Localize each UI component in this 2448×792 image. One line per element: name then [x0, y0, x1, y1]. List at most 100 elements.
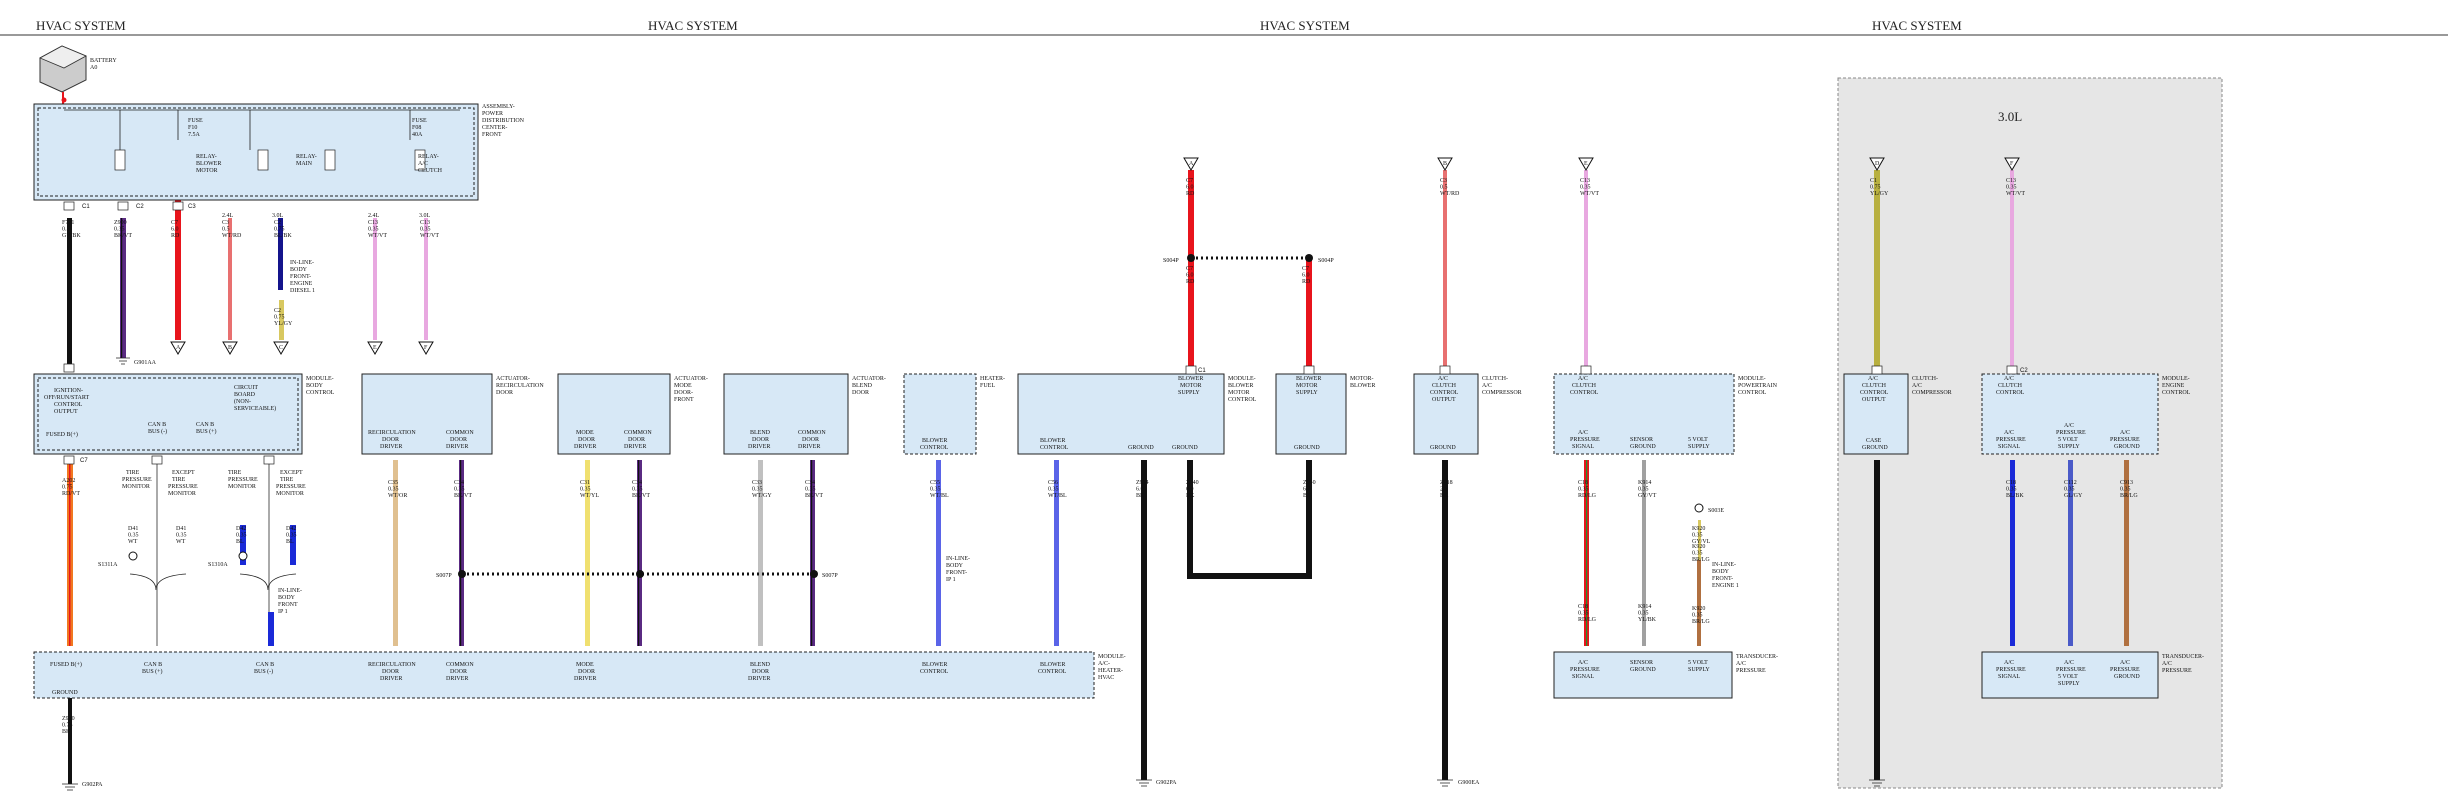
- ecm-box: [1981, 373, 2159, 455]
- wire-code-w42-2: GL/GY: [2064, 493, 2083, 499]
- hvac-pin-mode-2: DOOR: [578, 669, 595, 675]
- wire-can-b-plus: [268, 460, 270, 646]
- transducer-ac-pressure: TRANSDUCER- A/C PRESSURE A/C PRESSURE SI…: [1553, 651, 1778, 699]
- wire-bl-bk-ecm: [2010, 460, 2015, 646]
- actuator-recirculation: ACTUATOR- RECIRCULATION DOOR RECIRCULATI…: [361, 373, 544, 455]
- ref-arrow-f-2: F: [2004, 157, 2020, 171]
- pcm-p4-2: SUPPLY: [1688, 444, 1710, 450]
- hvac-pin-can-plus-2: BUS (+): [142, 668, 163, 675]
- ground-symbol-1: [116, 357, 130, 365]
- ref-arrow-f-2-label: F: [2010, 161, 2014, 167]
- actuator-blend-p1-1: BLEND: [750, 430, 771, 436]
- relay3-label-1: RELAY-: [418, 154, 439, 160]
- wire-labels: F7210.5GY/BKZ9000.35BK/VTC76.0RDC30.5WT/…: [62, 178, 2138, 735]
- actuator-recirc-p2-2: DOOR: [450, 437, 467, 443]
- actuator-recirc-p1-3: DRIVER: [380, 444, 402, 450]
- clutch-compressor-name-2: A/C: [1482, 383, 1492, 389]
- ground-g901aa: G901AA: [116, 357, 157, 366]
- bcm-board-1: CIRCUIT: [234, 385, 258, 391]
- inline4-3: FRONT-: [1712, 576, 1733, 582]
- engine-control-module: MODULE- ENGINE CONTROL A/C CLUTCH CONTRO…: [1981, 373, 2191, 455]
- ref-arrow-b-2-label: B: [1443, 161, 1447, 167]
- splice-label-2: S007P: [822, 573, 838, 579]
- ref-arrow-b-1-shape: [222, 341, 238, 355]
- ground-g902pa-1: G902PA: [62, 782, 103, 791]
- hvac-pin-blower-b-2: CONTROL: [1038, 669, 1067, 675]
- header-title-1: HVAC SYSTEM: [36, 18, 126, 33]
- wire-blower-control: [1054, 460, 1059, 646]
- actuator-recirc-p2-1: COMMON: [446, 430, 474, 436]
- wire-code-w23-2: BK: [1136, 493, 1145, 499]
- splice-label-3: S004P: [1163, 258, 1179, 264]
- wire-code-w41-2: BL/BK: [2006, 493, 2024, 499]
- actuator-mode-p2-2: DOOR: [628, 437, 645, 443]
- blower-motor-name-1: MOTOR-: [1350, 376, 1374, 382]
- wire-code-w34-2: GY/VL: [1692, 539, 1711, 545]
- wire-code-w9-1: 0.75: [62, 485, 73, 491]
- inline2-3: FRONT: [278, 602, 298, 608]
- grounds: G901AA G902PA G902PA G900EA: [62, 357, 1885, 791]
- clutch-compressor-3l-p1-4: OUTPUT: [1862, 397, 1886, 403]
- actuator-blend-name-2: BLEND: [852, 383, 873, 389]
- transducer1-name-2: A/C: [1736, 661, 1746, 667]
- transducer1-name-3: PRESSURE: [1736, 668, 1766, 674]
- pdc-variant-a: 2.4L: [222, 213, 234, 219]
- wire-code-w3-1: 6.0: [171, 227, 179, 233]
- pcm-name-2: POWERTRAIN: [1738, 383, 1778, 389]
- clutch-compressor-p1-2: CLUTCH: [1432, 383, 1457, 389]
- transducer2-p1-2: PRESSURE: [1996, 667, 2026, 673]
- wire-pcm-wt-vt: [1584, 170, 1588, 376]
- wire-d42-bl-3: [268, 612, 274, 646]
- wire-code-w20-1: 0.35: [805, 487, 816, 493]
- transducer2-p2-1: A/C: [2064, 660, 2074, 666]
- ground-symbol-3: [1136, 779, 1152, 787]
- clutch-compressor-3l-p1-3: CONTROL: [1860, 390, 1889, 396]
- inline2-2: BODY: [278, 595, 296, 601]
- wire-code-w11-0: D41: [176, 526, 186, 532]
- reference-arrows: A B C E F A B E D F: [170, 157, 2020, 355]
- wire-code-w34-1: 0.35: [1692, 533, 1703, 539]
- pcm-p4-1: 5 VOLT: [1688, 437, 1708, 443]
- power-distribution-center: ASSEMBLY- POWER DISTRIBUTION CENTER- FRO…: [33, 103, 525, 219]
- clutch-compressor-3l-name-3: COMPRESSOR: [1912, 390, 1952, 396]
- actuator-blend-name-1: ACTUATOR-: [852, 376, 886, 382]
- actuator-recirc-p1-2: DOOR: [382, 437, 399, 443]
- pcm-p3-1: SENSOR: [1630, 437, 1653, 443]
- actuator-mode-p2-3: DRIVER: [624, 444, 646, 450]
- actuator-blend-p2-3: DRIVER: [798, 444, 820, 450]
- hvac-pin-blower-2: CONTROL: [920, 669, 949, 675]
- transducer2-p3-1: A/C: [2120, 660, 2130, 666]
- header-title-4: HVAC SYSTEM: [1872, 18, 1962, 33]
- wire-code-w32-2: RD/LG: [1578, 493, 1597, 499]
- pinbox-10: [1439, 365, 1451, 375]
- wire-blower-supply: [1188, 170, 1194, 376]
- battery-name: BATTERY: [90, 58, 117, 64]
- pinbox-8: [1185, 365, 1197, 375]
- blower-control-box: [1017, 373, 1225, 455]
- pinbox-5: [63, 455, 75, 465]
- bcm-inner: [37, 377, 299, 451]
- wire-gy-vl: [1698, 520, 1701, 560]
- ecm-name-1: MODULE-: [2162, 376, 2190, 382]
- pcm-box: [1553, 373, 1735, 455]
- actuator-mode: ACTUATOR- MODE DOOR- FRONT MODE DOOR DRI…: [557, 373, 708, 455]
- wire-code-w24-1: 6.0: [1186, 487, 1194, 493]
- ref-arrow-a-2: A: [1183, 157, 1199, 171]
- heater-fuel-name-1: HEATER-: [980, 376, 1005, 382]
- wire-code-w22-0: C56: [1048, 480, 1058, 486]
- wire-code-w1-0: F721: [62, 220, 74, 226]
- wire-code-w26-1: 6.0: [1186, 185, 1194, 191]
- pcm-name-1: MODULE-: [1738, 376, 1766, 382]
- bcm-ignition-1: IGNITION-: [54, 388, 83, 394]
- wire-mode-common: [637, 460, 642, 646]
- wire-code-w8-2: WT/VT: [420, 233, 439, 239]
- wire-d42-bl-1: [240, 525, 246, 565]
- relay1-label-1: RELAY-: [196, 154, 217, 160]
- wire-rd-lg-stripe: [1586, 460, 1588, 646]
- wire-code-w31-2: WT/VT: [1580, 191, 1599, 197]
- heater-fuel: HEATER- FUEL BLOWER CONTROL: [903, 373, 1005, 455]
- wire-code-w26-0: C7: [1186, 178, 1193, 184]
- inline4-4: ENGINE 1: [1712, 583, 1739, 589]
- wire-code-w43-2: BR/LG: [2120, 493, 2138, 499]
- splice-dot-4: [1187, 254, 1195, 262]
